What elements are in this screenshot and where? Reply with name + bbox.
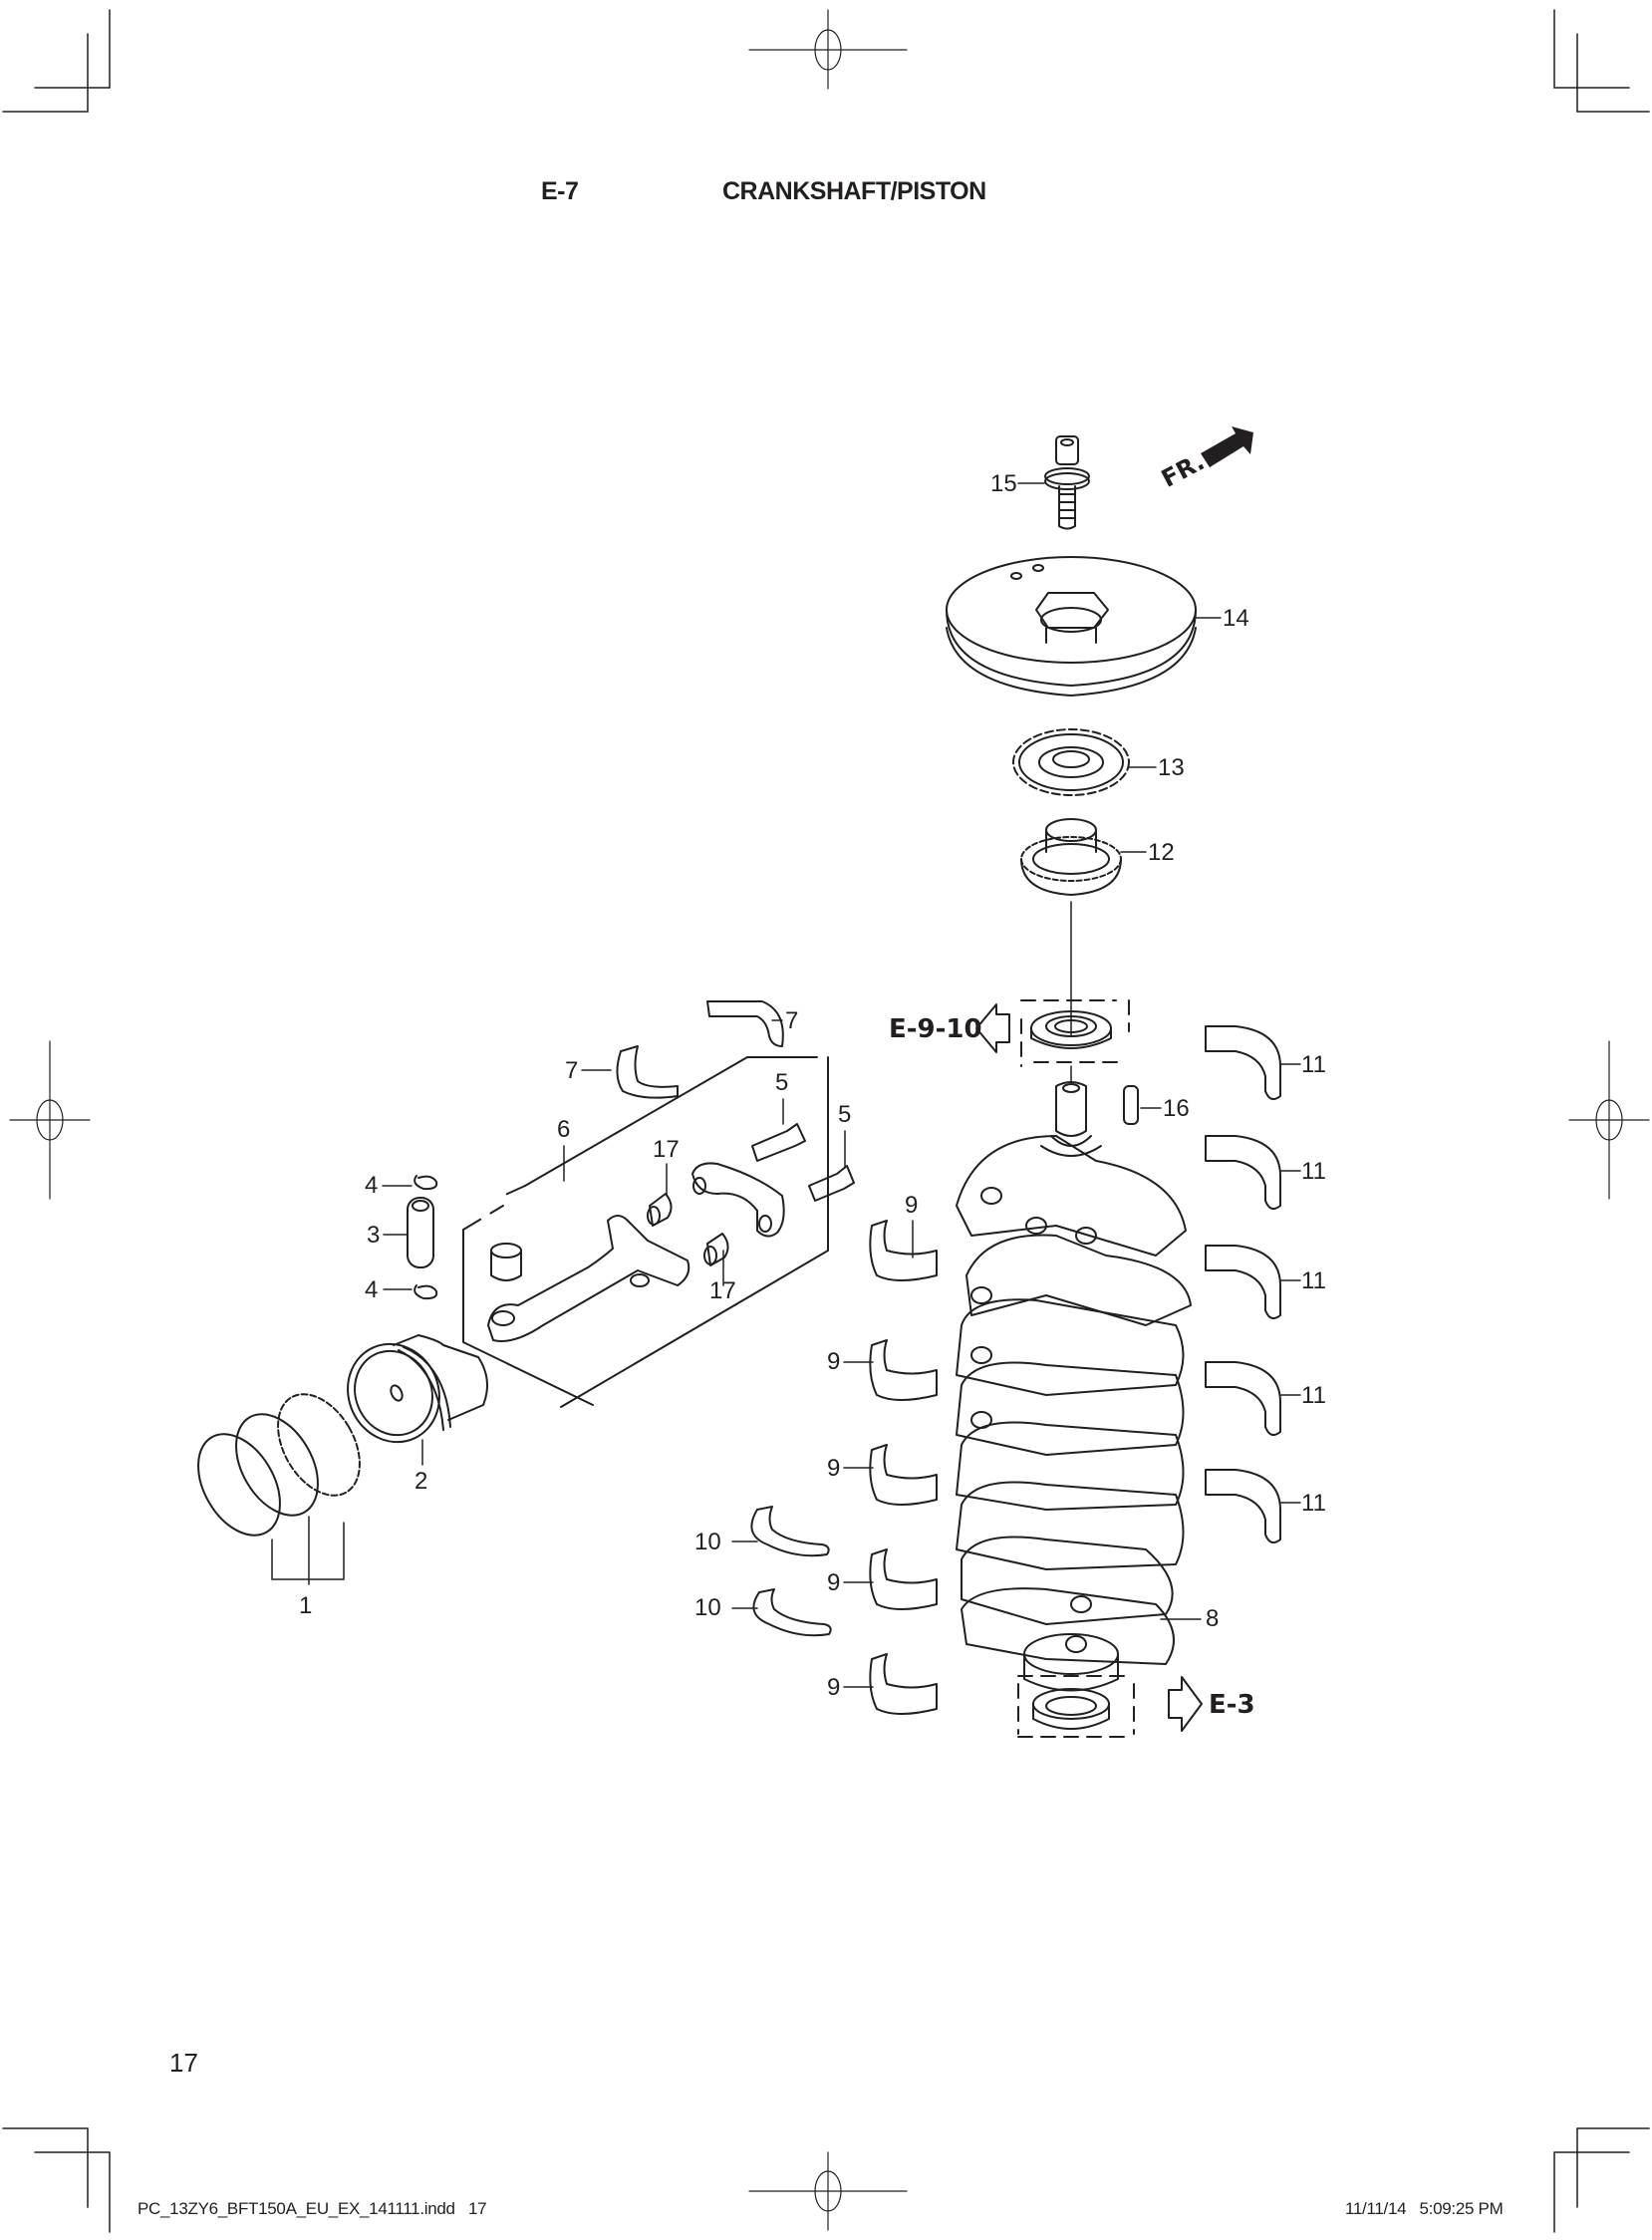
front-arrow-icon	[1201, 426, 1253, 467]
arrow-right-icon	[1168, 1676, 1203, 1732]
callout-5-right: 5	[838, 1101, 852, 1128]
callout-3: 3	[367, 1222, 381, 1249]
section-title: CRANKSHAFT/PISTON	[722, 177, 986, 205]
crankshaft-8	[956, 1081, 1192, 1692]
print-file-slug: PC_13ZY6_BFT150A_EU_EX_141111.indd 17	[138, 2199, 487, 2218]
callout-6: 6	[557, 1116, 571, 1143]
callout-11-a: 11	[1301, 1051, 1326, 1078]
main-bearings-9	[869, 1220, 938, 1715]
conrod-assembly-box	[462, 1056, 829, 1408]
callout-5-left: 5	[775, 1069, 789, 1096]
key-16	[1123, 1085, 1139, 1125]
dowel-pins-17	[647, 1193, 729, 1266]
callout-7-lower: 7	[565, 1057, 579, 1084]
connecting-rod	[487, 1215, 690, 1342]
callout-8: 8	[1206, 1605, 1220, 1632]
callout-4-lower: 4	[365, 1276, 379, 1303]
callout-14: 14	[1223, 605, 1249, 632]
callout-9-a: 9	[905, 1192, 919, 1219]
callout-9-b: 9	[827, 1348, 841, 1375]
callout-9-c: 9	[827, 1455, 841, 1482]
callout-4-upper: 4	[365, 1172, 379, 1199]
upper-oil-seal	[1020, 999, 1130, 1067]
lower-oil-seal	[1017, 1675, 1135, 1738]
leader-lines	[382, 482, 1301, 1688]
callout-17-lower: 17	[709, 1277, 736, 1304]
callout-13: 13	[1158, 754, 1185, 781]
page-number: 17	[169, 2048, 198, 2078]
timing-belt-guide-13	[1012, 728, 1130, 796]
timing-gear-12	[1020, 818, 1122, 896]
main-bearings-11	[1205, 1025, 1281, 1544]
callout-9-e: 9	[827, 1674, 841, 1701]
conrod-bolts-5	[751, 1123, 855, 1202]
callout-12: 12	[1148, 839, 1175, 866]
callout-17-upper: 17	[653, 1136, 680, 1163]
callout-2: 2	[414, 1468, 428, 1495]
conrod-bearings-7	[616, 1000, 784, 1099]
callout-11-b: 11	[1301, 1158, 1326, 1185]
print-timestamp: 11/11/14 5:09:25 PM	[1345, 2199, 1504, 2218]
callout-11-c: 11	[1301, 1267, 1326, 1294]
timing-pulley-14	[946, 556, 1197, 697]
callout-10-lower: 10	[694, 1594, 721, 1621]
conrod-cap	[691, 1162, 785, 1238]
callout-1: 1	[299, 1592, 313, 1619]
pulley-bolt-15	[1044, 435, 1090, 530]
callout-9-d: 9	[827, 1569, 841, 1596]
callout-15: 15	[990, 470, 1017, 497]
callout-16: 16	[1163, 1095, 1190, 1122]
small-end-bushing	[490, 1243, 522, 1281]
cross-reference-e-3[interactable]: E-3	[1209, 1690, 1255, 1720]
piston-2	[347, 1334, 488, 1444]
thrust-washers-10	[750, 1506, 832, 1637]
callout-11-e: 11	[1301, 1490, 1326, 1517]
callout-10-upper: 10	[694, 1529, 721, 1555]
piston-rings-1	[197, 1393, 361, 1585]
cross-reference-e-9-10[interactable]: E-9-10	[889, 1014, 982, 1044]
piston-pin-3	[407, 1197, 434, 1268]
callout-11-d: 11	[1301, 1382, 1326, 1409]
arrow-left-icon	[975, 1003, 1010, 1053]
crop-marks	[2, 9, 1650, 2233]
circlips-4	[413, 1175, 438, 1300]
callout-7-upper: 7	[785, 1007, 799, 1034]
section-code: E-7	[541, 177, 579, 205]
registration-marks	[9, 9, 1650, 2231]
